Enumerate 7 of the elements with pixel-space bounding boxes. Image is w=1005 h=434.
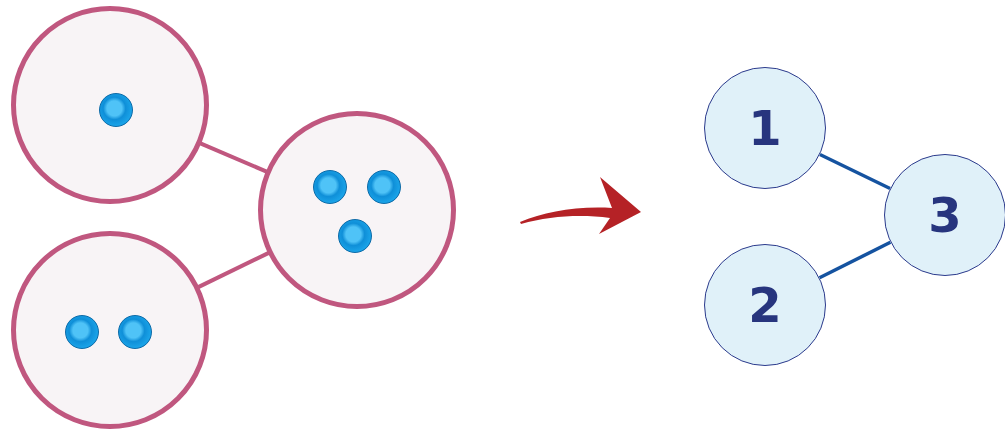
number-label: 1 xyxy=(748,100,782,156)
connector-line xyxy=(196,250,271,290)
connector-line xyxy=(818,240,892,280)
connector-line xyxy=(819,152,891,191)
number-label: 3 xyxy=(928,187,962,243)
number-label: 2 xyxy=(748,277,782,333)
connector-line xyxy=(198,141,269,174)
